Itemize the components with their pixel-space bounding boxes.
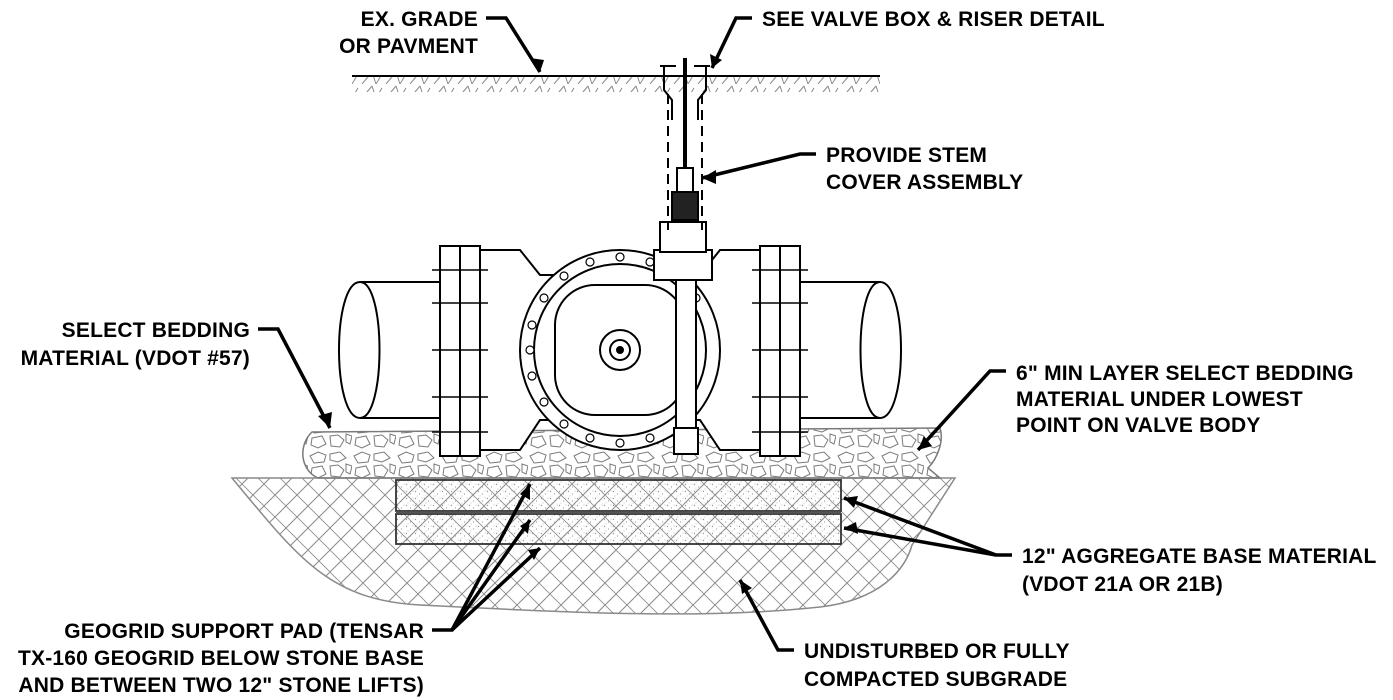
label-select-bedding: SELECT BEDDING MATERIAL (VDOT #57) — [21, 319, 250, 370]
aggregate-base-slabs — [395, 479, 842, 545]
label-line: UNDISTURBED OR FULLY — [804, 640, 1070, 663]
label-line: TX-160 GEOGRID BELOW STONE BASE — [18, 647, 424, 670]
label-line: (VDOT 21A OR 21B) — [1022, 573, 1223, 596]
label-min-layer: 6" MIN LAYER SELECT BEDDING MATERIAL UND… — [1016, 362, 1354, 437]
label-line: AND BETWEEN TWO 12" STONE LIFTS) — [18, 674, 424, 697]
label-valve-box: SEE VALVE BOX & RISER DETAIL — [762, 8, 1105, 31]
label-line: EX. GRADE — [361, 8, 478, 31]
label-aggregate-base: 12" AGGREGATE BASE MATERIAL (VDOT 21A OR… — [1022, 545, 1377, 596]
label-line: PROVIDE STEM — [826, 144, 987, 167]
label-line: GEOGRID SUPPORT PAD (TENSAR — [64, 620, 424, 643]
label-geogrid-pad: GEOGRID SUPPORT PAD (TENSAR TX-160 GEOGR… — [18, 620, 424, 697]
arrowheads — [318, 54, 932, 594]
label-line: COMPACTED SUBGRADE — [804, 668, 1067, 691]
label-line: 6" MIN LAYER SELECT BEDDING — [1016, 362, 1354, 385]
pipe-left — [338, 280, 441, 420]
label-line: SELECT BEDDING — [62, 319, 250, 342]
label-subgrade: UNDISTURBED OR FULLY COMPACTED SUBGRADE — [804, 640, 1070, 691]
valve-body — [432, 221, 808, 457]
label-line: POINT ON VALVE BODY — [1016, 414, 1261, 437]
label-line: COVER ASSEMBLY — [826, 171, 1023, 194]
label-line: MATERIAL UNDER LOWEST — [1016, 388, 1303, 411]
label-line: MATERIAL (VDOT #57) — [21, 347, 250, 370]
existing-grade — [352, 75, 880, 92]
label-line: 12" AGGREGATE BASE MATERIAL — [1022, 545, 1377, 568]
label-line: OR PAVMENT — [339, 35, 478, 58]
leader-lines — [258, 16, 1012, 652]
label-stem-cover: PROVIDE STEM COVER ASSEMBLY — [826, 144, 1023, 194]
pipe-right — [800, 280, 902, 420]
label-ex-grade: EX. GRADE OR PAVMENT — [339, 8, 478, 58]
label-line: SEE VALVE BOX & RISER DETAIL — [762, 8, 1105, 31]
valve-stem — [660, 58, 710, 230]
